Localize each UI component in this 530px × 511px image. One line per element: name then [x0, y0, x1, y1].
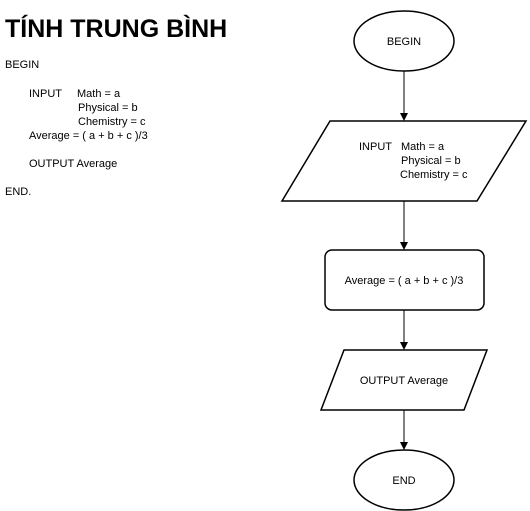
pseudo-output: OUTPUT Average [29, 158, 118, 170]
flow-begin-node: BEGIN [353, 10, 455, 72]
pseudo-end: END. [5, 186, 32, 198]
pseudo-formula: Average = ( a + b + c )/3 [29, 130, 148, 142]
flow-input-node: INPUT Math = a Physical = b Chemistry = … [280, 120, 528, 202]
arrowhead-3 [400, 342, 408, 350]
input-line-math: Math = a [401, 141, 445, 153]
arrowhead-2 [400, 242, 408, 250]
pseudo-begin: BEGIN [5, 59, 40, 71]
pseudo-input-line-physical: Physical = b [78, 102, 138, 114]
output-label: OUTPUT Average [360, 375, 448, 387]
input-parallelogram [280, 120, 528, 202]
page-title: TÍNH TRUNG BÌNH [5, 15, 228, 43]
begin-label: BEGIN [387, 36, 421, 48]
arrowhead-4 [400, 442, 408, 450]
process-label: Average = ( a + b + c )/3 [345, 275, 464, 287]
pseudo-input-line-chemistry: Chemistry = c [78, 116, 146, 128]
output-parallelogram [319, 349, 489, 411]
flow-end-node: END [353, 449, 455, 511]
end-label: END [392, 475, 415, 487]
flow-output-node: OUTPUT Average [319, 349, 489, 411]
arrowhead-1 [400, 113, 408, 121]
end-ellipse [353, 449, 455, 511]
input-keyword: INPUT [359, 141, 392, 153]
input-line-chemistry: Chemistry = c [400, 169, 468, 181]
flow-process-node: Average = ( a + b + c )/3 [324, 249, 485, 311]
pseudo-input-line-math: Math = a [77, 88, 121, 100]
pseudo-input-keyword: INPUT [29, 88, 62, 100]
input-line-physical: Physical = b [401, 155, 461, 167]
